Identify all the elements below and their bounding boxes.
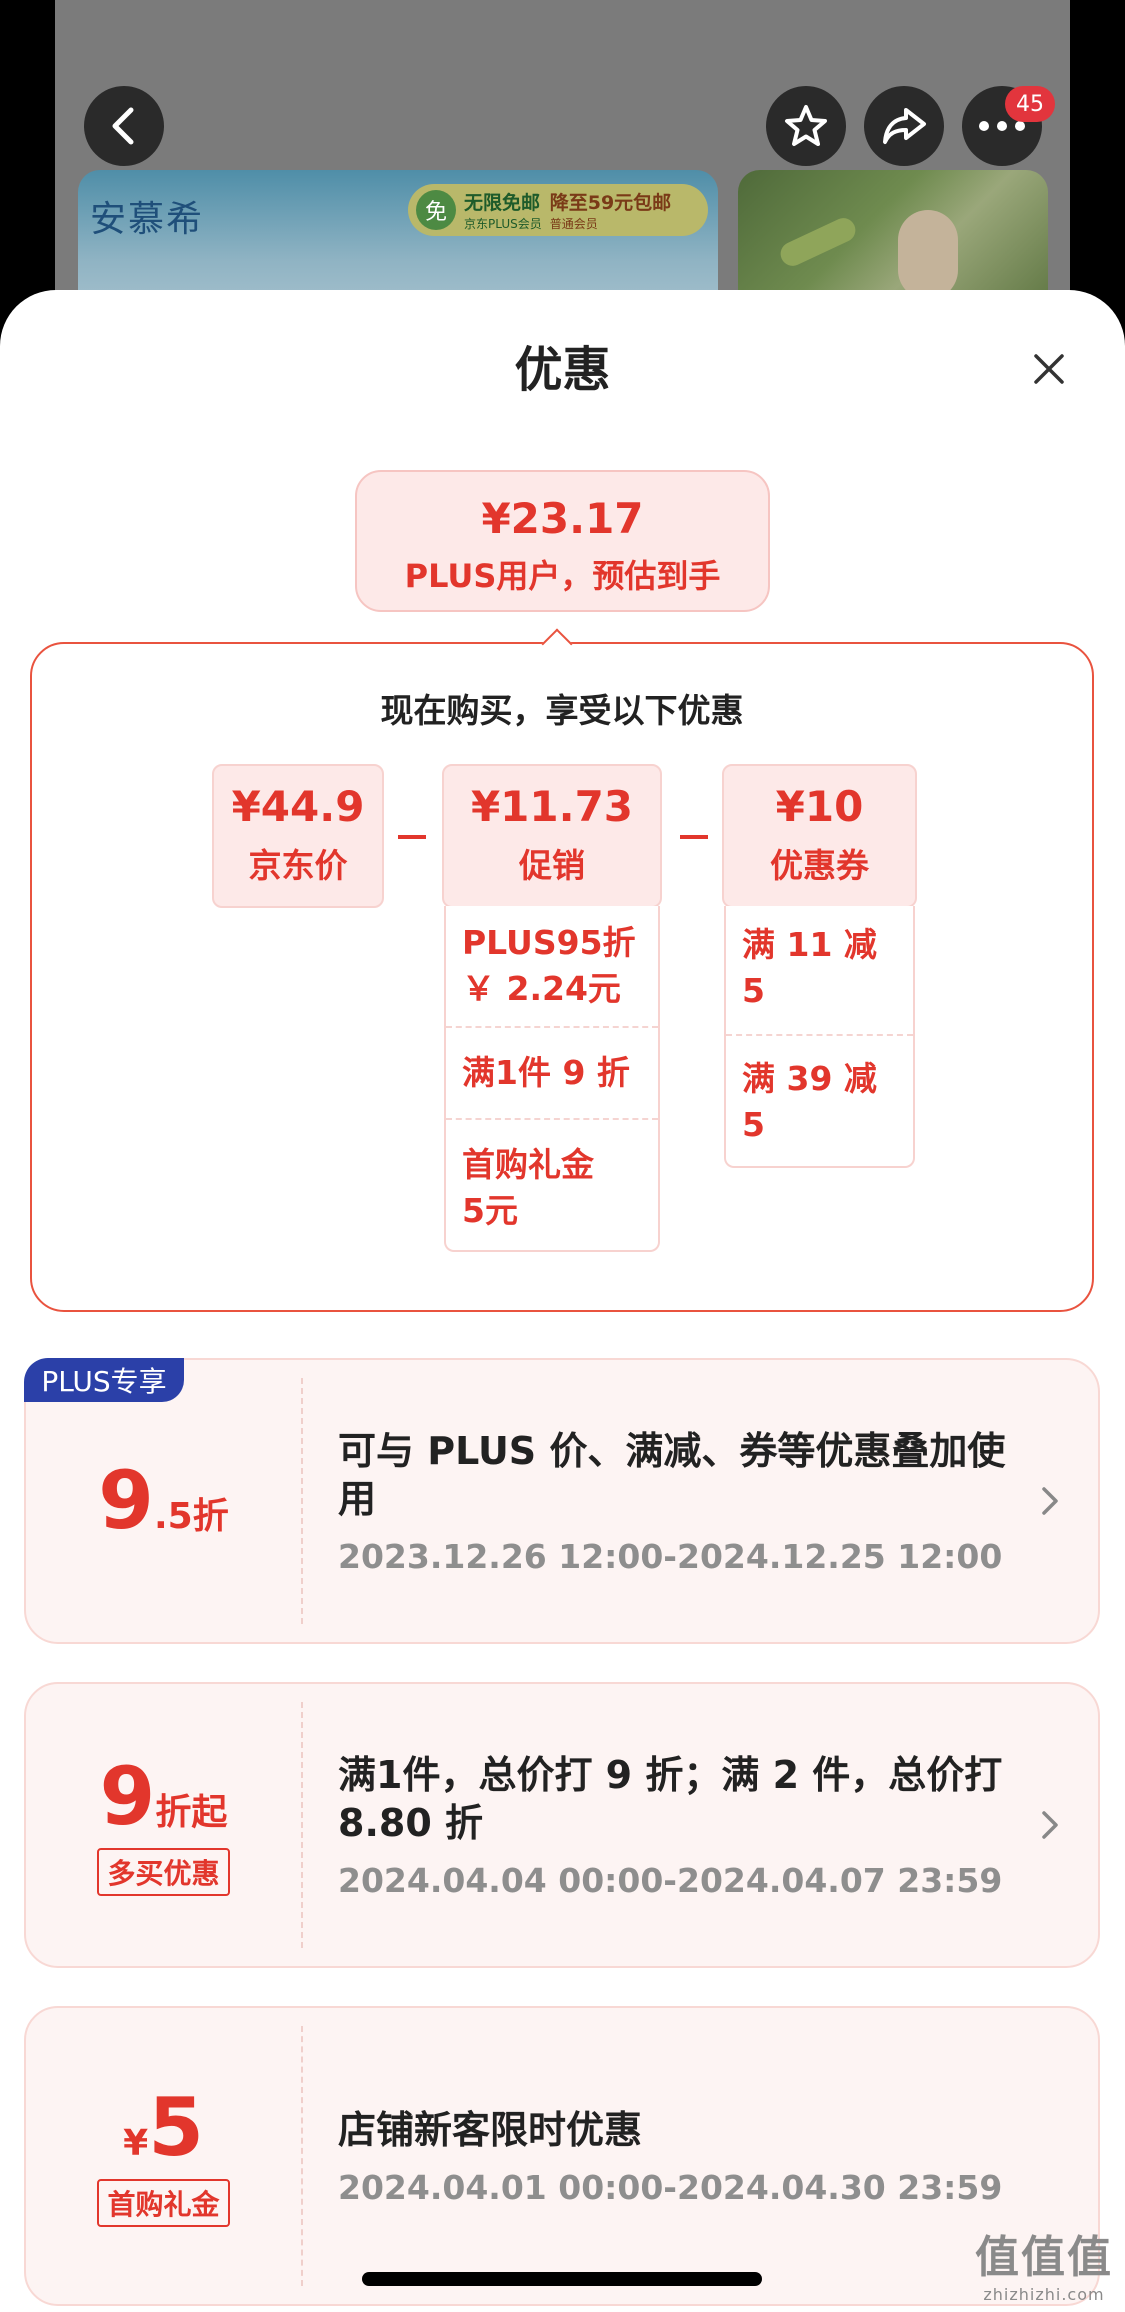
watermark-url: zhizhizhi.com bbox=[983, 2285, 1105, 2304]
promo-chip: ¥11.73 促销 bbox=[442, 764, 662, 908]
discount-sheet: 优惠 现在购买，享受以下优惠 ¥44.9 京东价 ¥11.73 促销 PLUS9… bbox=[0, 290, 1125, 2312]
more-dots-icon bbox=[979, 121, 1025, 131]
shipping-pill: 免 无限免邮 京东PLUS会员 降至59元包邮 普通会员 bbox=[408, 184, 708, 236]
close-icon[interactable] bbox=[1030, 350, 1068, 388]
promo-value: ¥11.73 bbox=[470, 782, 634, 831]
threshold-sub: 普通会员 bbox=[549, 217, 598, 231]
discount-description: 店铺新客限时优惠 bbox=[338, 2107, 643, 2152]
star-icon bbox=[785, 105, 827, 146]
notification-badge: 45 bbox=[1005, 86, 1055, 122]
discount-unit: 折起 bbox=[155, 1792, 228, 1833]
discount-unit: .5折 bbox=[153, 1496, 229, 1537]
jd-price-value: ¥44.9 bbox=[231, 782, 365, 831]
first-purchase-tag: 首购礼金 bbox=[97, 2179, 230, 2227]
discount-time-range: 2024.04.04 00:00-2024.04.07 23:59 bbox=[338, 1860, 1003, 1900]
discount-number: 9 bbox=[98, 1454, 154, 1547]
discount-number: 5 bbox=[148, 2081, 204, 2174]
coupon-item: 满 39 减 5 bbox=[742, 1059, 877, 1144]
sheet-title: 优惠 bbox=[514, 342, 611, 398]
promo-list: PLUS95折 ￥ 2.24元 满1件 9 折 首购礼金 5元 bbox=[444, 906, 660, 1252]
free-shipping-sub: 京东PLUS会员 bbox=[464, 217, 542, 231]
discount-time-range: 2023.12.26 12:00-2024.12.25 12:00 bbox=[338, 1536, 1003, 1576]
minus-sign bbox=[680, 835, 708, 839]
jd-price-chip: ¥44.9 京东价 bbox=[212, 764, 384, 908]
discount-amount: 9.5折 bbox=[26, 1360, 301, 1642]
threshold-text: 降至59元包邮 bbox=[549, 192, 672, 214]
watermark-logo: 值值值 bbox=[975, 2232, 1113, 2283]
chevron-right-icon[interactable] bbox=[1038, 1483, 1062, 1519]
share-icon bbox=[883, 108, 926, 144]
watermark: 值值值 zhizhizhi.com bbox=[975, 2221, 1113, 2304]
multibuy-tag: 多买优惠 bbox=[97, 1848, 230, 1896]
coupon-value: ¥10 bbox=[775, 782, 864, 831]
promo-item-multi: 满1件 9 折 bbox=[446, 1028, 658, 1120]
calculation-heading: 现在购买，享受以下优惠 bbox=[380, 691, 744, 730]
final-price-box: ¥23.17 PLUS用户，预估到手 bbox=[355, 470, 770, 612]
coupon-label: 优惠券 bbox=[770, 846, 869, 885]
discount-card-gift[interactable]: ¥5 首购礼金 店铺新客限时优惠 2024.04.01 00:00-2024.0… bbox=[24, 2006, 1100, 2306]
chevron-right-icon[interactable] bbox=[1038, 1807, 1062, 1843]
final-price: ¥23.17 bbox=[481, 494, 644, 543]
brand-banner: 安慕希 免 无限免邮 京东PLUS会员 降至59元包邮 普通会员 bbox=[78, 170, 718, 320]
discount-amount: 9折起 多买优惠 bbox=[26, 1684, 301, 1966]
free-shipping-text: 无限免邮 bbox=[464, 192, 541, 214]
discount-description: 满1件，总价打 9 折；满 2 件，总价打 8.80 折 bbox=[338, 1752, 1003, 1845]
free-badge-icon: 免 bbox=[416, 190, 456, 230]
share-button[interactable] bbox=[864, 86, 944, 166]
minus-sign bbox=[398, 835, 426, 839]
favorite-button[interactable] bbox=[766, 86, 846, 166]
jd-price-label: 京东价 bbox=[248, 846, 348, 885]
discount-time-range: 2024.04.01 00:00-2024.04.30 23:59 bbox=[338, 2167, 1003, 2207]
home-indicator bbox=[362, 2272, 762, 2286]
discount-amount: ¥5 首购礼金 bbox=[26, 2008, 301, 2304]
plus-exclusive-tag: PLUS专享 bbox=[24, 1358, 184, 1402]
final-price-label: PLUS用户，预估到手 bbox=[404, 557, 721, 595]
back-arrow-icon bbox=[112, 107, 134, 145]
promo-item-plus: PLUS95折 ￥ 2.24元 bbox=[446, 906, 658, 1028]
currency-symbol: ¥ bbox=[123, 2123, 149, 2164]
brand-logo: 安慕希 bbox=[90, 199, 205, 240]
discount-number: 9 bbox=[99, 1750, 156, 1843]
discount-card-plus[interactable]: PLUS专享 9.5折 可与 PLUS 价、满减、券等优惠叠加使用 2023.1… bbox=[24, 1358, 1100, 1644]
calculation-panel: 现在购买，享受以下优惠 ¥44.9 京东价 ¥11.73 促销 PLUS95折 … bbox=[30, 642, 1094, 1312]
discount-description: 可与 PLUS 价、满减、券等优惠叠加使用 bbox=[338, 1428, 1006, 1521]
back-button[interactable] bbox=[84, 86, 164, 166]
discount-card-multibuy[interactable]: 9折起 多买优惠 满1件，总价打 9 折；满 2 件，总价打 8.80 折 20… bbox=[24, 1682, 1100, 1968]
coupon-list: 满 11 减 5 满 39 减 5 bbox=[724, 906, 915, 1168]
promo-label: 促销 bbox=[519, 846, 585, 885]
coupon-item: 满 11 减 5 bbox=[726, 906, 913, 1036]
promo-item-gift: 首购礼金 5元 bbox=[462, 1145, 594, 1230]
coupon-chip: ¥10 优惠券 bbox=[722, 764, 917, 908]
